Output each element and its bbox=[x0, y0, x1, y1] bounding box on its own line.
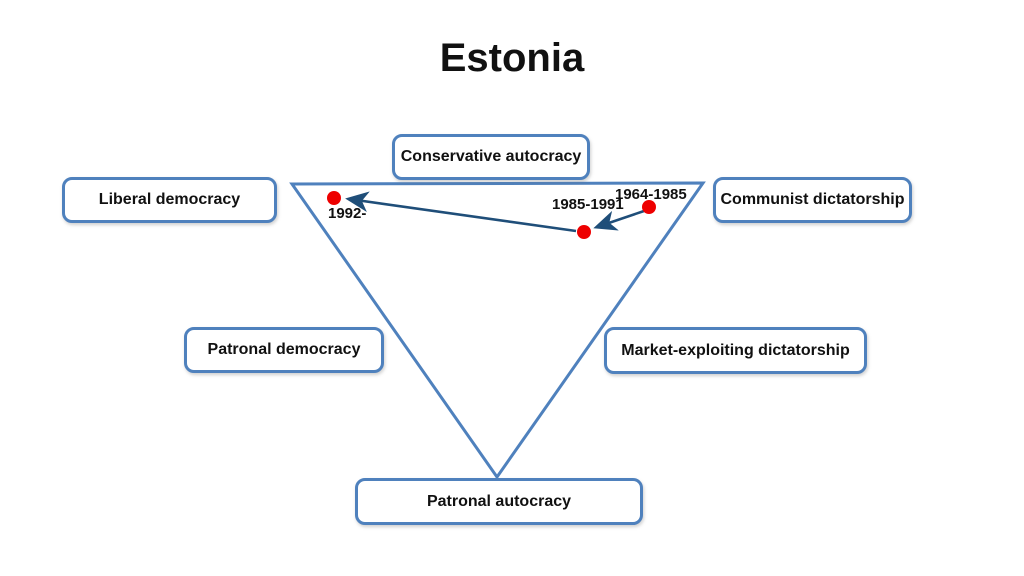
box-market-exploiting-dictatorship: Market-exploiting dictatorship bbox=[604, 327, 867, 374]
year-label-1992: 1992- bbox=[328, 205, 367, 222]
box-label: Patronal democracy bbox=[207, 341, 361, 358]
box-label: Patronal autocracy bbox=[426, 492, 572, 510]
box-label: Conservative autocracy bbox=[400, 148, 582, 165]
box-patronal-autocracy: Patronal autocracy bbox=[355, 478, 643, 525]
arrow-1964-to-1985 bbox=[593, 209, 645, 231]
arrow-1985-to-1992 bbox=[345, 191, 577, 233]
slide-title: Estonia bbox=[439, 36, 585, 80]
box-label: Communist dictatorship bbox=[720, 191, 905, 208]
box-communist-dictatorship: Communist dictatorship bbox=[713, 177, 912, 223]
year-label-1964-1985: 1964-1985 bbox=[615, 186, 687, 203]
box-label: Liberal democracy bbox=[98, 191, 241, 208]
dot-1992 bbox=[327, 191, 341, 205]
dot-1985-1991 bbox=[577, 225, 591, 239]
box-conservative-autocracy: Conservative autocracy bbox=[392, 134, 590, 180]
box-label: Market-exploiting dictatorship bbox=[621, 341, 850, 359]
box-liberal-democracy: Liberal democracy bbox=[62, 177, 277, 223]
year-label-1985-1991: 1985-1991 bbox=[552, 196, 624, 213]
regime-triangle bbox=[289, 181, 706, 480]
dot-1964-1985 bbox=[642, 200, 656, 214]
box-patronal-democracy: Patronal democracy bbox=[184, 327, 384, 373]
